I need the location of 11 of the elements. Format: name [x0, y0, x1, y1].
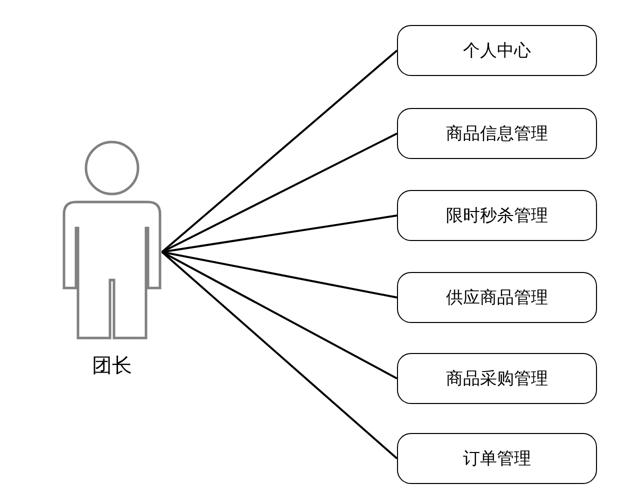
connector-line: [162, 132, 398, 253]
use-case-box: 商品信息管理: [397, 108, 597, 159]
use-case-box: 个人中心: [397, 25, 597, 76]
use-case-box: 订单管理: [397, 433, 597, 484]
use-case-box: 商品采购管理: [397, 353, 597, 404]
actor-label: 团长: [91, 352, 133, 379]
connector-line: [161, 50, 398, 253]
use-case-box: 供应商品管理: [397, 272, 597, 323]
connector-line: [161, 251, 398, 460]
connector-line: [162, 251, 398, 380]
use-case-box: 限时秒杀管理: [397, 190, 597, 241]
